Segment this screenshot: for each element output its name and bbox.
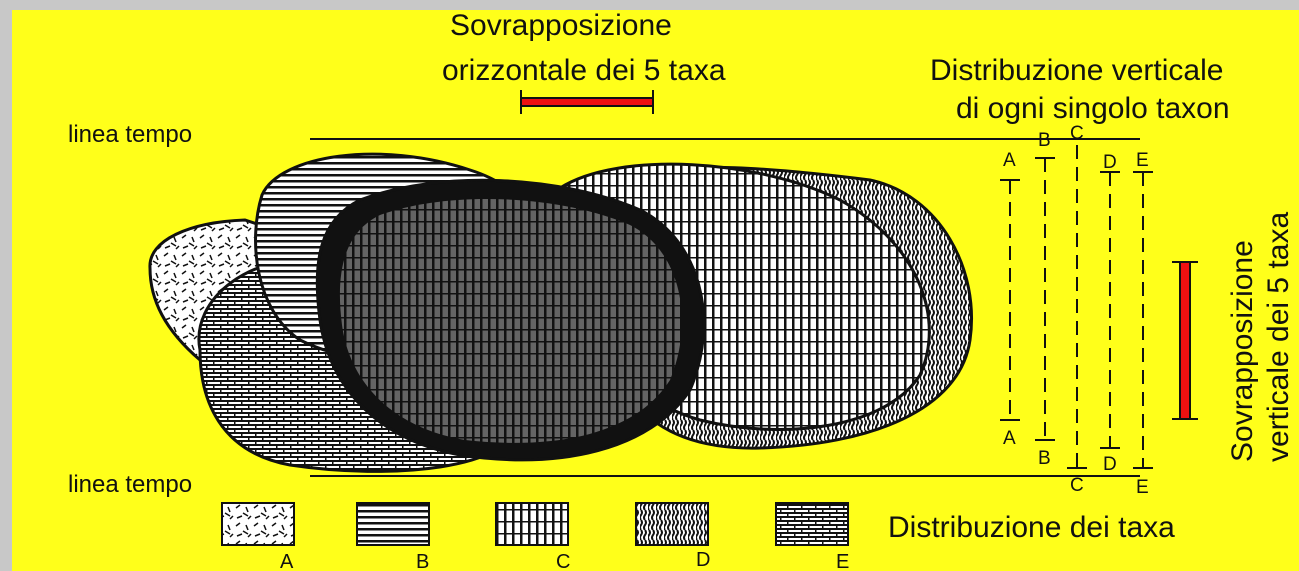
legend-swatch-a (222, 503, 294, 545)
legend-label-d: D (696, 549, 710, 571)
legend-swatch-d (636, 503, 708, 545)
horizontal-overlap-title-line2: orizzontale dei 5 taxa (442, 54, 726, 87)
time-line-top-label: linea tempo (68, 121, 192, 148)
time-line-bottom-label: linea tempo (68, 471, 192, 498)
vertical-distribution-title-line2: di ogni singolo taxon (956, 92, 1230, 125)
legend-swatch-b (357, 503, 429, 545)
legend-label-a: A (280, 551, 294, 571)
range-label-e-bottom: E (1136, 477, 1149, 498)
range-label-a-bottom: A (1003, 428, 1016, 449)
range-label-b-bottom: B (1038, 448, 1051, 469)
horizontal-overlap-title-line1: Sovrapposizione (450, 9, 672, 42)
legend-label-b: B (416, 551, 429, 571)
vertical-overlap-title-line2: verticale dei 5 taxa (1262, 212, 1295, 462)
legend-label-c: C (556, 551, 570, 571)
taxa-distribution-title: Distribuzione dei taxa (888, 511, 1175, 544)
range-label-d-top: D (1103, 152, 1117, 173)
range-label-a-top: A (1003, 150, 1016, 171)
range-label-d-bottom: D (1103, 454, 1117, 475)
range-label-c-top: C (1070, 123, 1084, 144)
vertical-distribution-title-line1: Distribuzione verticale (930, 54, 1223, 87)
legend-label-e: E (836, 551, 849, 571)
legend-swatch-e (776, 503, 848, 545)
vertical-overlap-title-line1: Sovrapposizione (1226, 240, 1259, 462)
central-overlap-texture (340, 199, 682, 443)
taxa-blobs (150, 154, 972, 471)
legend-swatch-c (496, 503, 568, 545)
range-label-b-top: B (1038, 130, 1051, 151)
range-label-c-bottom: C (1070, 475, 1084, 496)
range-label-e-top: E (1136, 150, 1149, 171)
